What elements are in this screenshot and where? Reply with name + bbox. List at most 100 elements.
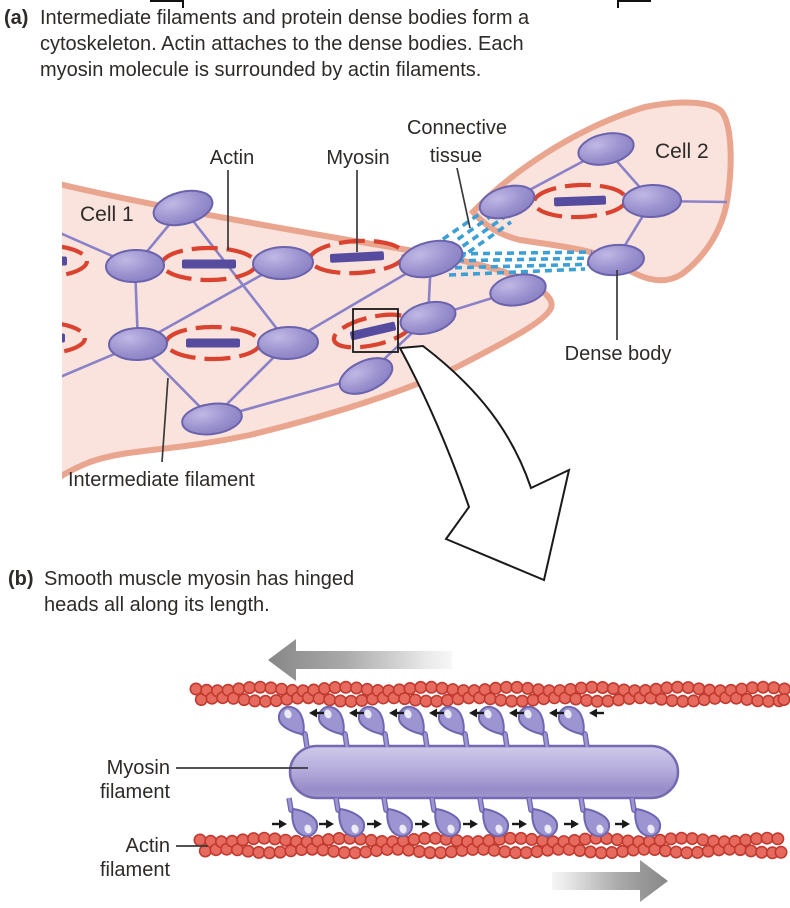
label-connective-line2: tissue bbox=[430, 145, 482, 167]
myosin-head-bulb bbox=[583, 807, 611, 838]
connective-tissue-fibers bbox=[448, 267, 586, 277]
myosin-head-highlight bbox=[524, 709, 532, 719]
actin-bead bbox=[247, 832, 261, 846]
actin-bead bbox=[660, 681, 674, 695]
actin-bead bbox=[257, 831, 271, 845]
actin-bead bbox=[696, 833, 710, 847]
actin-bead bbox=[252, 845, 266, 859]
actin-bead bbox=[654, 692, 668, 706]
actin-bead bbox=[521, 681, 535, 695]
direction-arrow-head bbox=[519, 819, 527, 829]
actin-bead bbox=[408, 693, 422, 707]
actin-bead bbox=[407, 832, 421, 846]
label-myosin-filament-line2: filament bbox=[100, 781, 170, 803]
dense-body bbox=[489, 273, 547, 307]
zoom-box bbox=[352, 308, 399, 353]
actin-bead bbox=[578, 832, 592, 846]
dense-body bbox=[108, 326, 168, 362]
label-myosin-filament: Myosin filament bbox=[100, 757, 170, 803]
myosin-bar bbox=[62, 333, 65, 343]
direction-arrow-head bbox=[326, 819, 334, 829]
dense-body bbox=[105, 248, 165, 284]
actin-ring bbox=[62, 244, 90, 278]
actin-bead bbox=[685, 832, 699, 846]
myosin-head-highlight bbox=[495, 824, 503, 834]
label-actin-filament-line2: filament bbox=[100, 859, 170, 881]
actin-bead bbox=[349, 681, 363, 695]
actin-bead bbox=[583, 845, 597, 859]
svg-text:(b)Smooth muscle myosin has hi: (b)Smooth muscle myosin has hinged bbox=[8, 568, 354, 590]
actin-ring bbox=[62, 322, 88, 354]
actin-bead bbox=[444, 845, 458, 859]
actin-bead bbox=[253, 680, 267, 694]
actin-bead bbox=[756, 680, 770, 694]
actin-bead bbox=[590, 694, 604, 708]
actin-bead bbox=[510, 680, 524, 694]
myosin-head-highlight bbox=[324, 709, 332, 719]
myosin-head bbox=[397, 705, 430, 748]
myosin-head-bulb bbox=[517, 705, 545, 736]
actin-bead bbox=[739, 833, 753, 847]
actin-bead bbox=[189, 682, 203, 696]
direction-arrow-head bbox=[429, 708, 437, 718]
label-intermediate-filament: Intermediate filament bbox=[68, 469, 255, 491]
actin-bead bbox=[676, 694, 690, 708]
actin-bead bbox=[327, 844, 341, 858]
myosin-head-bulb bbox=[482, 807, 510, 838]
direction-arrow-head bbox=[374, 819, 382, 829]
leader-line bbox=[161, 377, 169, 463]
myosin-head bbox=[429, 797, 462, 838]
myosin-head bbox=[333, 797, 366, 838]
myosin-head bbox=[477, 797, 510, 838]
myosin-head-highlight bbox=[304, 824, 312, 834]
myosin-head bbox=[277, 705, 310, 748]
label-actin: Actin bbox=[210, 147, 254, 169]
slide-direction-arrow-right bbox=[552, 860, 668, 902]
myosin-head-bulb bbox=[357, 705, 385, 736]
caption-b: (b)Smooth muscle myosin has hinged heads… bbox=[8, 568, 354, 616]
dense-body bbox=[152, 189, 214, 227]
leader-line bbox=[456, 167, 471, 229]
actin-bead bbox=[658, 844, 672, 858]
actin-bead bbox=[594, 846, 608, 860]
dense-body bbox=[181, 402, 243, 436]
actin-bead bbox=[402, 843, 416, 857]
dense-body bbox=[399, 300, 457, 336]
actin-bead bbox=[767, 681, 781, 695]
direction-arrow-head bbox=[509, 708, 517, 718]
myosin-head bbox=[557, 705, 590, 748]
direction-arrow-head bbox=[470, 819, 478, 829]
actin-bead bbox=[749, 832, 763, 846]
caption-a-line1: Intermediate filaments and protein dense… bbox=[40, 7, 530, 29]
myosin-head bbox=[317, 705, 350, 748]
direction-arrow-head bbox=[622, 819, 630, 829]
actin-bead bbox=[428, 831, 442, 845]
actin-bead bbox=[258, 694, 272, 708]
actin-bead bbox=[193, 833, 207, 847]
myosin-head bbox=[526, 797, 559, 838]
myosin-head-highlight bbox=[351, 824, 359, 834]
actin-bead bbox=[414, 680, 428, 694]
label-connective-line1: Connective bbox=[407, 117, 507, 139]
dense-bodies bbox=[105, 132, 682, 436]
actin-bead bbox=[601, 694, 615, 708]
actin-bead bbox=[494, 693, 508, 707]
actin-bead bbox=[241, 844, 255, 858]
myosin-head-highlight bbox=[544, 824, 552, 834]
myosin-head-highlight bbox=[596, 824, 604, 834]
actin-bead bbox=[514, 831, 528, 845]
label-leader-lines-b bbox=[176, 767, 308, 847]
dense-body bbox=[252, 245, 314, 281]
actin-bead bbox=[279, 833, 293, 847]
label-actin-filament: Actin filament bbox=[100, 835, 170, 881]
actin-bead bbox=[403, 681, 417, 695]
actin-bead bbox=[760, 831, 774, 845]
actin-bead bbox=[509, 846, 523, 860]
myosin-head-bulb bbox=[634, 807, 662, 838]
svg-text:(a)Intermediate filaments and: (a)Intermediate filaments and protein de… bbox=[4, 7, 530, 29]
myosin-head bbox=[477, 705, 510, 748]
myosin-head-bulb bbox=[317, 705, 345, 736]
actin-bead bbox=[664, 832, 678, 846]
myosin-head bbox=[357, 705, 390, 748]
